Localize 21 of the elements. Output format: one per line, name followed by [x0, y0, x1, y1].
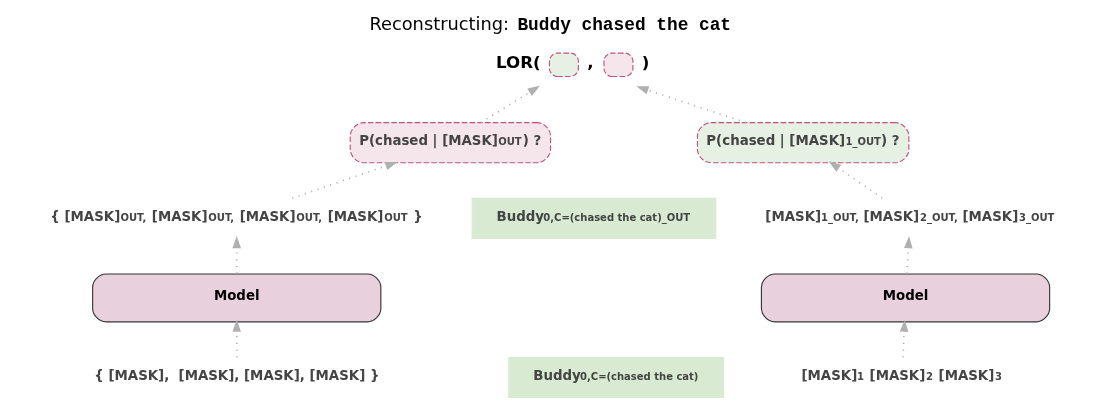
node-label: LOR(	[496, 52, 541, 72]
node-text: [MASK]1 [MASK]2 [MASK]3	[801, 367, 1003, 383]
node-box: P(chased | [MASK]OUT) ?	[349, 122, 552, 164]
diagram-title: Reconstructing: Buddy chased the cat	[369, 13, 732, 36]
arrow	[480, 85, 540, 124]
arrow	[232, 319, 242, 359]
node-box: P(chased | [MASK]1_OUT) ?	[696, 122, 910, 164]
arrow	[828, 161, 884, 199]
arrow	[899, 319, 909, 359]
arrow	[232, 235, 242, 275]
node-box: Buddy0,C=(chased the cat)_OUT	[471, 197, 717, 239]
arrow	[291, 161, 398, 199]
node-text: [MASK]1_OUT, [MASK]2_OUT, [MASK]3_OUT	[765, 208, 1055, 224]
arrow	[636, 86, 747, 124]
arrow	[904, 235, 913, 275]
node-box: Buddy0,C=(chased the cat)	[508, 356, 725, 399]
node-label: )	[641, 52, 650, 72]
node-box: Model	[760, 273, 1051, 323]
node-box: Model	[92, 273, 382, 323]
node-text: { [MASK]OUT, [MASK]OUT, [MASK]OUT, [MASK]OUT }	[50, 208, 423, 224]
node-text: { [MASK], [MASK], [MASK], [MASK] }	[94, 367, 380, 383]
